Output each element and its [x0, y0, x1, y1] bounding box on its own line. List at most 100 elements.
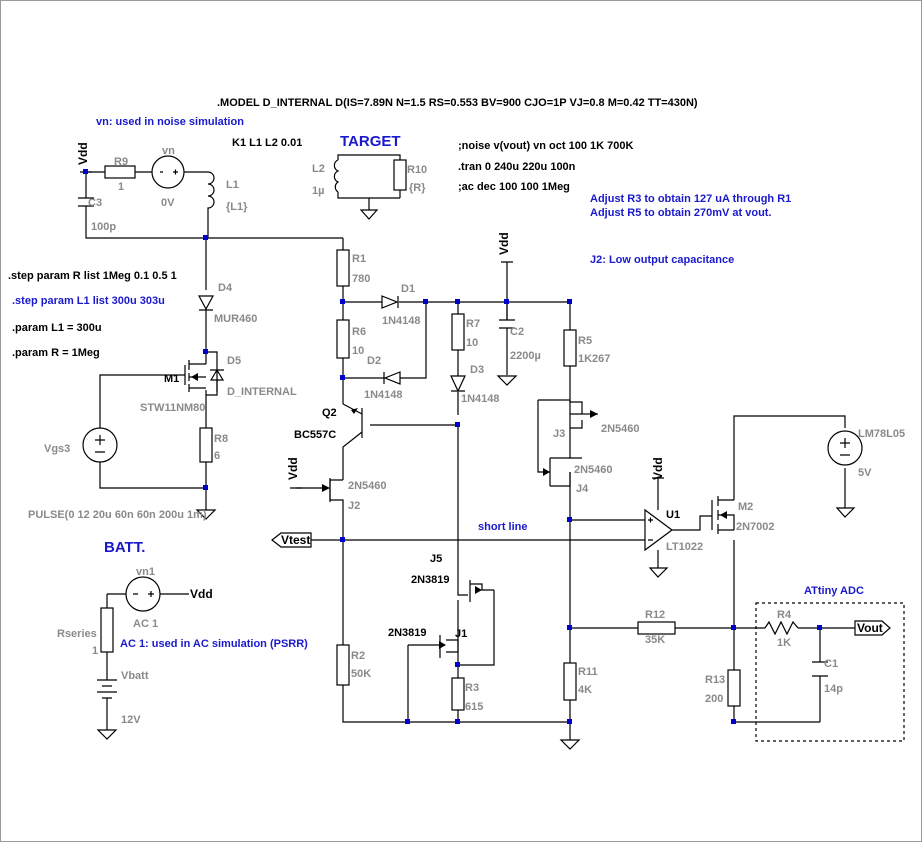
j2-note: J2: Low output capacitance: [590, 254, 734, 266]
vn-note: vn: used in noise simulation: [96, 116, 244, 128]
rseries-value: 1: [92, 645, 98, 657]
resistor-r7: [451, 313, 465, 351]
resistor-r9: [104, 165, 136, 179]
noise-directive: ;noise v(vout) vn oct 100 1K 700K: [458, 140, 633, 152]
m2-value: 2N7002: [736, 521, 775, 533]
rseries-name: Rseries: [57, 628, 97, 640]
vn-value: 0V: [161, 197, 175, 209]
j1-name: J1: [455, 628, 467, 640]
r5-value: 1K267: [578, 353, 610, 365]
j2-name: J2: [348, 500, 360, 512]
l2-name: L2: [312, 163, 325, 175]
vgs3-value: PULSE(0 12 20u 60n 60n 200u 1m): [28, 509, 207, 521]
c2-name: C2: [510, 326, 524, 338]
r1-name: R1: [352, 253, 366, 265]
vbatt-name: Vbatt: [121, 670, 149, 682]
mosfet-m2: [711, 496, 735, 534]
inductor-l1: [207, 171, 215, 238]
r4-value: 1K: [777, 637, 791, 649]
ground-symbols: [96, 209, 856, 750]
u1-name: U1: [666, 509, 680, 521]
resistor-r6: [336, 319, 350, 359]
resistor-r4: [764, 620, 799, 636]
port-vout: [854, 620, 891, 636]
ac-directive: ;ac dec 100 100 1Meg: [458, 181, 570, 193]
r5-name: R5: [578, 335, 592, 347]
vdd-flag-batt: Vdd: [190, 587, 213, 601]
port-vtest: [271, 532, 312, 548]
vgs3-name: Vgs3: [44, 443, 70, 455]
lm78l05-name: LM78L05: [858, 428, 905, 440]
r13-name: R13: [705, 674, 725, 686]
r6-name: R6: [352, 326, 366, 338]
batt-label: BATT.: [104, 539, 145, 556]
q2-name: Q2: [322, 407, 337, 419]
voltage-source-vn: [151, 155, 185, 189]
r8-value: 6: [214, 450, 220, 462]
m2-name: M2: [738, 501, 753, 513]
j4-value: 2N5460: [574, 464, 613, 476]
r12-name: R12: [645, 609, 665, 621]
ac1-note: AC 1: used in AC simulation (PSRR): [120, 638, 308, 650]
step-l1-directive: .step param L1 list 300u 303u: [12, 295, 165, 307]
capacitor-c1: [812, 661, 828, 677]
diode-d1: [381, 295, 399, 309]
vbatt-value: 12V: [121, 714, 141, 726]
u1-value: LT1022: [666, 541, 703, 553]
resistor-r10: [393, 159, 407, 191]
r8-name: R8: [214, 433, 228, 445]
l1-name: L1: [226, 179, 239, 191]
capacitor-c2: [499, 302, 515, 360]
battery-vbatt: [97, 679, 117, 699]
diode-d2: [383, 371, 401, 385]
adjust-r5-note: Adjust R5 to obtain 270mV at vout.: [590, 207, 772, 219]
vtest-label: Vtest: [281, 533, 310, 547]
diode-d4: [197, 295, 215, 311]
vn1-value: AC 1: [133, 618, 158, 630]
j5-name: J5: [430, 553, 442, 565]
d1-name: D1: [401, 283, 415, 295]
junction-dots: [83, 169, 822, 724]
tran-directive: .tran 0 240u 220u 100n: [458, 161, 576, 173]
d5-value: D_INTERNAL: [227, 386, 297, 398]
resistor-rseries: [100, 607, 114, 653]
d1-value: 1N4148: [382, 315, 421, 327]
m1-value: STW11NM80: [140, 402, 205, 414]
j1-value: 2N3819: [388, 627, 427, 639]
voltage-source-vn1: [125, 576, 161, 612]
resistor-r2: [336, 644, 350, 686]
r13-value: 200: [705, 693, 723, 705]
r11-value: 4K: [578, 684, 592, 696]
jfet-j3: [569, 400, 582, 428]
diode-d3: [450, 375, 466, 393]
l1-value: {L1}: [226, 201, 248, 213]
r1-value: 780: [352, 273, 370, 285]
r9-name: R9: [114, 156, 128, 168]
d3-name: D3: [470, 364, 484, 376]
j3-value: 2N5460: [601, 423, 640, 435]
short-line-note: short line: [478, 521, 528, 533]
adc-box: [755, 602, 905, 742]
d4-value: MUR460: [214, 313, 257, 325]
r6-value: 10: [352, 345, 364, 357]
r4-name: R4: [777, 609, 792, 621]
r11-name: R11: [578, 666, 598, 678]
resistor-r5: [563, 329, 577, 367]
c1-value: 14p: [824, 683, 843, 695]
step-r-directive: .step param R list 1Meg 0.1 0.5 1: [8, 270, 177, 282]
r9-value: 1: [118, 181, 124, 193]
j5-value: 2N3819: [411, 574, 450, 586]
wires: [85, 154, 855, 740]
param-l1-directive: .param L1 = 300u: [12, 322, 102, 334]
diode-d5: [209, 364, 225, 392]
vdd-flag-j2: Vdd: [286, 457, 300, 480]
adc-label: ATtiny ADC: [804, 585, 864, 597]
c2-value: 2200µ: [510, 350, 541, 362]
resistor-r8: [199, 427, 213, 463]
vn1-name: vn1: [136, 566, 155, 578]
mosfet-m1: [184, 360, 206, 392]
param-r-directive: .param R = 1Meg: [12, 347, 100, 359]
r3-value: 615: [465, 701, 483, 713]
